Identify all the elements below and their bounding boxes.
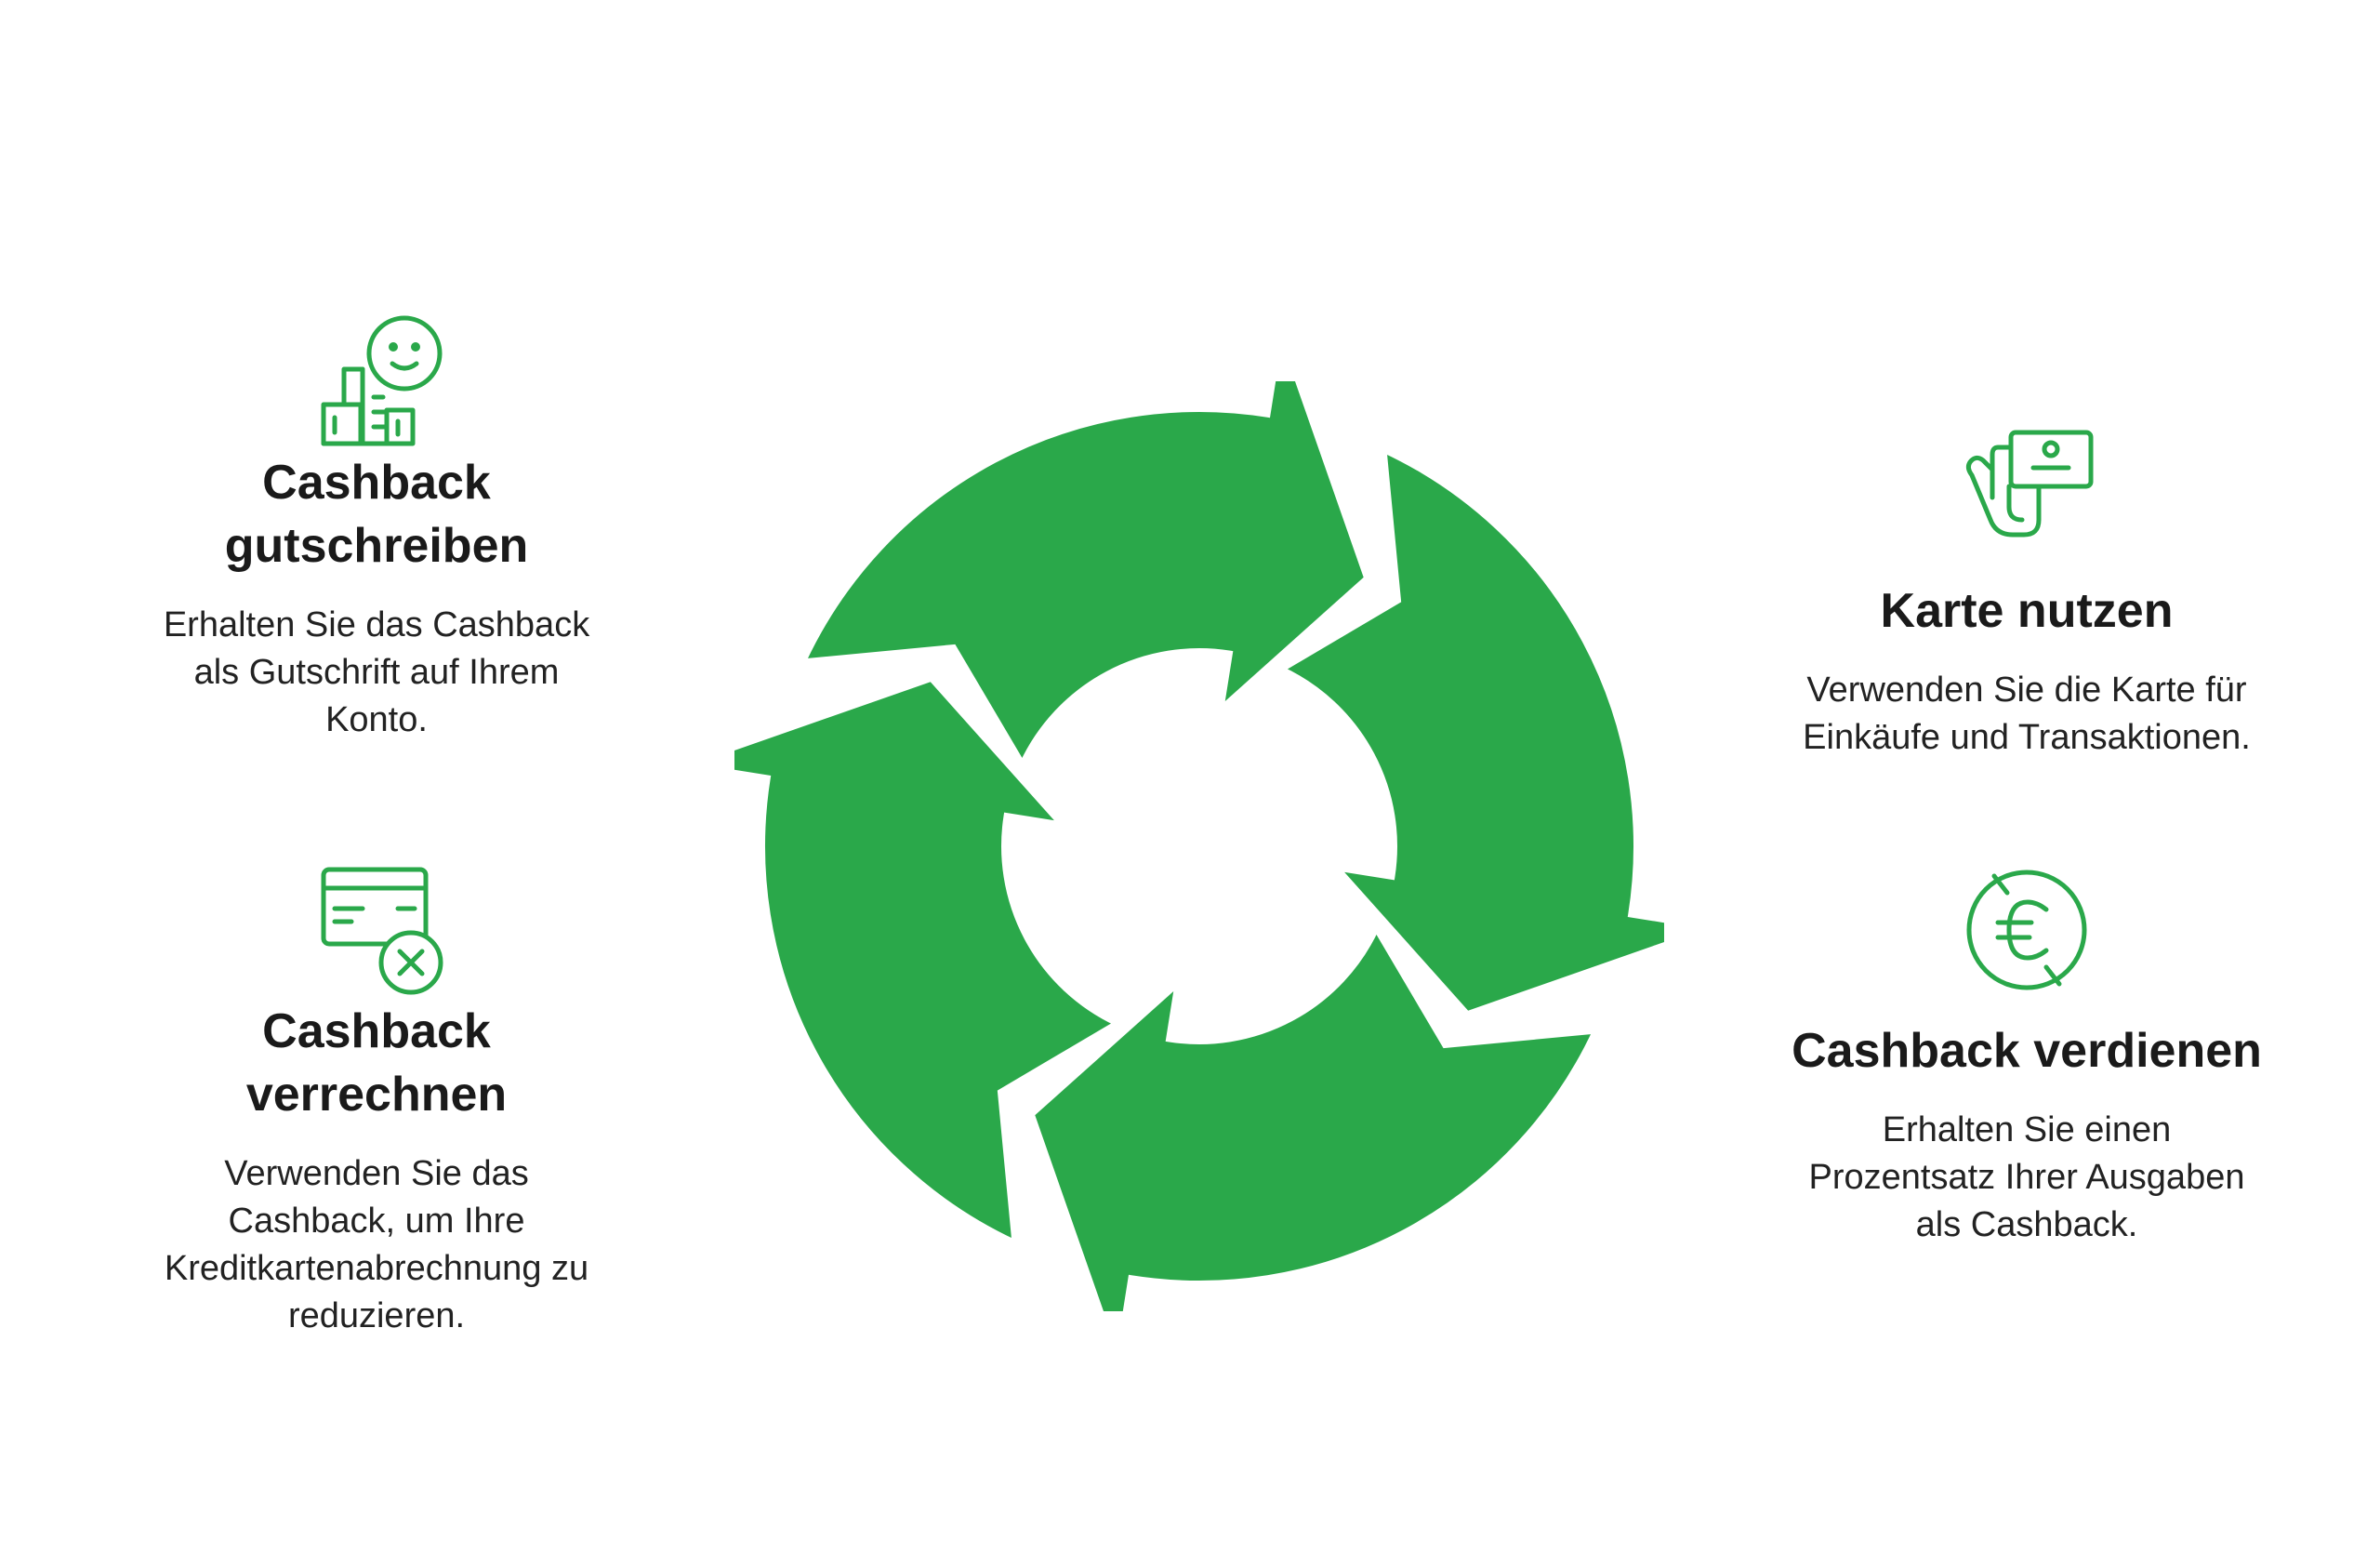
step-title: Cashback gutschreiben: [116, 451, 637, 578]
title-line: verrechnen: [245, 1068, 508, 1122]
desc-line: Cashback, um Ihre: [228, 1202, 525, 1241]
desc-line: Erhalten Sie das Cashback: [163, 605, 590, 644]
cycle-ring: [734, 381, 1664, 1311]
bank-smiley-icon: [321, 315, 443, 446]
desc-line: Verwenden Sie das: [224, 1154, 529, 1193]
step-description: Erhalten Sie das Cashback als Gutschrift…: [116, 602, 637, 744]
cycle-arrow-2: [1276, 445, 1664, 1017]
step-title: Karte nutzen: [1766, 579, 2287, 643]
cycle-arrow-3: [1028, 923, 1600, 1311]
cycle-arrow-1: [799, 381, 1370, 770]
step-title: Cashback verdienen: [1766, 1019, 2287, 1082]
step-cashback-verrechnen: Cashback verrechnen Verwenden Sie das Ca…: [116, 860, 637, 1340]
title-line: Cashback: [262, 456, 491, 510]
cycle-center: [1006, 653, 1393, 1040]
hand-holding-card-icon: [1965, 430, 2094, 538]
title-line: Cashback verdienen: [1792, 1024, 2262, 1078]
cycle-arrow-4: [734, 675, 1123, 1247]
step-description: Verwenden Sie das Cashback, um Ihre Kred…: [116, 1150, 637, 1340]
title-line: gutschreiben: [224, 519, 529, 573]
desc-line: als Gutschrift auf Ihrem: [193, 653, 560, 692]
credit-card-cancel-icon: [321, 867, 443, 995]
step-karte-nutzen: Karte nutzen Verwenden Sie die Karte für…: [1766, 423, 2287, 762]
title-line: Karte nutzen: [1880, 584, 2174, 638]
desc-line: als Cashback.: [1915, 1205, 2138, 1244]
step-description: Erhalten Sie einen Prozentsatz Ihrer Aus…: [1766, 1107, 2287, 1249]
step-description: Verwenden Sie die Karte für Einkäufe und…: [1766, 667, 2287, 762]
desc-line: Konto.: [325, 700, 428, 739]
desc-line: Verwenden Sie die Karte für: [1806, 671, 2247, 710]
desc-line: Kreditkartenabrechnung zu: [164, 1249, 589, 1288]
desc-line: reduzieren.: [287, 1296, 466, 1335]
title-line: Cashback: [262, 1004, 491, 1058]
euro-coin-icon: [1966, 870, 2087, 990]
desc-line: Erhalten Sie einen: [1882, 1110, 2172, 1149]
desc-line: Einkäufe und Transaktionen.: [1803, 718, 2251, 757]
step-title: Cashback verrechnen: [116, 1000, 637, 1126]
desc-line: Prozentsatz Ihrer Ausgaben: [1808, 1158, 2245, 1197]
step-cashback-gutschreiben: Cashback gutschreiben Erhalten Sie das C…: [116, 312, 637, 744]
step-cashback-verdienen: Cashback verdienen Erhalten Sie einen Pr…: [1766, 865, 2287, 1249]
